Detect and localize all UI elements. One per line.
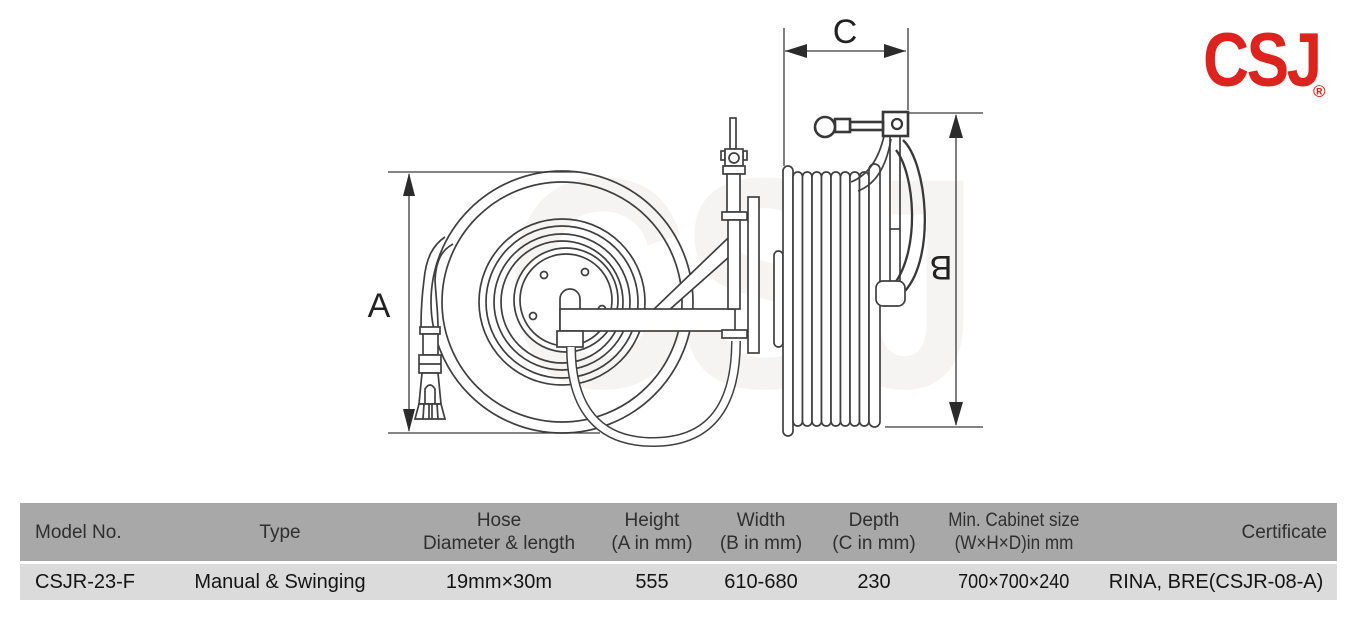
coiled-hose-side <box>792 171 870 427</box>
dimension-a-label: A <box>368 287 391 325</box>
header-height: Height(A in mm) <box>611 510 693 554</box>
cell-hose: 19mm×30m <box>445 570 553 593</box>
dimension-b: B <box>885 112 983 428</box>
header-depth: Depth(C in mm) <box>832 510 916 554</box>
support-brace <box>649 237 740 312</box>
cell-certificate: RINA, BRE(CSJR-08-A) <box>1108 570 1324 593</box>
cell-depth: 230 <box>857 570 891 593</box>
pivot-bracket <box>813 110 910 139</box>
dimension-c-label: C <box>833 13 858 51</box>
csj-logo: CSJ ® <box>1203 18 1343 106</box>
hose-loop <box>566 340 741 448</box>
swing-arm <box>559 308 736 332</box>
cell-model-no: CSJR-23-F <box>35 570 136 593</box>
dimension-b-label: B <box>930 248 953 286</box>
csj-logo-text: CSJ <box>1203 18 1322 103</box>
handle-rod <box>848 120 885 132</box>
axle-block <box>875 280 906 307</box>
header-type: Type <box>259 521 301 543</box>
dimension-a: A <box>368 171 600 434</box>
registered-trademark-icon: ® <box>1313 82 1326 101</box>
dimension-c: C <box>783 13 909 166</box>
handle-ball <box>813 115 837 139</box>
hose-reel-side-view: C B <box>773 13 983 437</box>
cell-cabinet-size: 700×700×240 <box>957 570 1070 593</box>
hose-reel-technical-drawing: A <box>368 13 983 448</box>
cell-type: Manual & Swinging <box>194 570 366 593</box>
wall-bracket-and-pipe <box>720 117 760 354</box>
cell-height: 555 <box>635 570 669 593</box>
hose-nozzle <box>413 326 447 420</box>
header-cabinet-size: Min. Cabinet size (W×H×D)in mm <box>947 510 1080 554</box>
cell-width: 610-680 <box>724 570 798 593</box>
header-certificate: Certificate <box>1241 521 1327 543</box>
header-width: Width(B in mm) <box>719 510 803 554</box>
hose-to-nozzle <box>420 236 454 328</box>
axle-cap <box>773 250 784 348</box>
header-model-no: Model No. <box>35 521 122 543</box>
spec-table-row: CSJR-23-F Manual & Swinging 19mm×30m 555… <box>20 564 1337 600</box>
hose-reel-front-view: A <box>368 117 760 448</box>
hose-outlet-connector <box>556 330 584 348</box>
swing-arm-side <box>850 135 926 307</box>
